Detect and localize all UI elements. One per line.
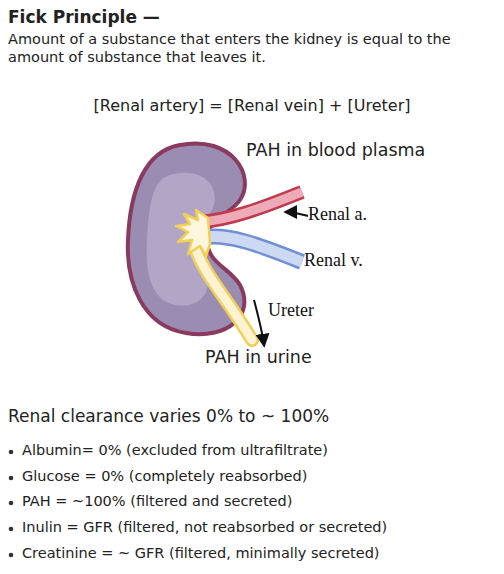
bullet-dot	[9, 450, 14, 455]
part-label: Renal a.	[308, 203, 498, 225]
list-item: Albumin= 0% (excluded from ultrafiltrate…	[22, 442, 502, 459]
part-label: PAH in urine	[205, 347, 495, 368]
bullet-dot	[9, 527, 14, 532]
list-item: Creatinine = ~ GFR (filtered, minimally …	[22, 545, 502, 562]
part-label: Renal v.	[304, 249, 494, 271]
renal-artery-tube	[200, 192, 302, 222]
kidney-medulla	[147, 173, 215, 306]
ureter-lumen	[196, 250, 252, 340]
renal-pelvis	[176, 210, 210, 256]
leader-arrow	[254, 300, 264, 345]
bullet-dot	[9, 553, 14, 558]
bullet-dot	[9, 501, 14, 506]
diagram-title: Fick Principle —	[8, 7, 498, 27]
renal-artery-lumen	[200, 192, 302, 222]
part-label: Ureter	[268, 299, 468, 321]
part-label: PAH in blood plasma	[246, 140, 502, 161]
renal-vein-tube	[200, 237, 302, 262]
section-heading: Renal clearance varies 0% to ~ 100%	[8, 406, 502, 426]
list-item: Inulin = GFR (filtered, not reabsorbed o…	[22, 519, 502, 536]
list-item: Glucose = 0% (completely reabsorbed)	[22, 468, 502, 485]
renal-vein-lumen	[200, 237, 302, 262]
list-item: PAH = ~100% (filtered and secreted)	[22, 493, 502, 510]
description-note: Amount of a substance that enters the ki…	[8, 30, 502, 66]
equation-text: [Renal artery] = [Renal vein] + [Ureter]	[0, 96, 504, 115]
leader-arrow	[286, 212, 308, 216]
bullet-dot	[9, 476, 14, 481]
ureter-tube	[196, 250, 252, 340]
